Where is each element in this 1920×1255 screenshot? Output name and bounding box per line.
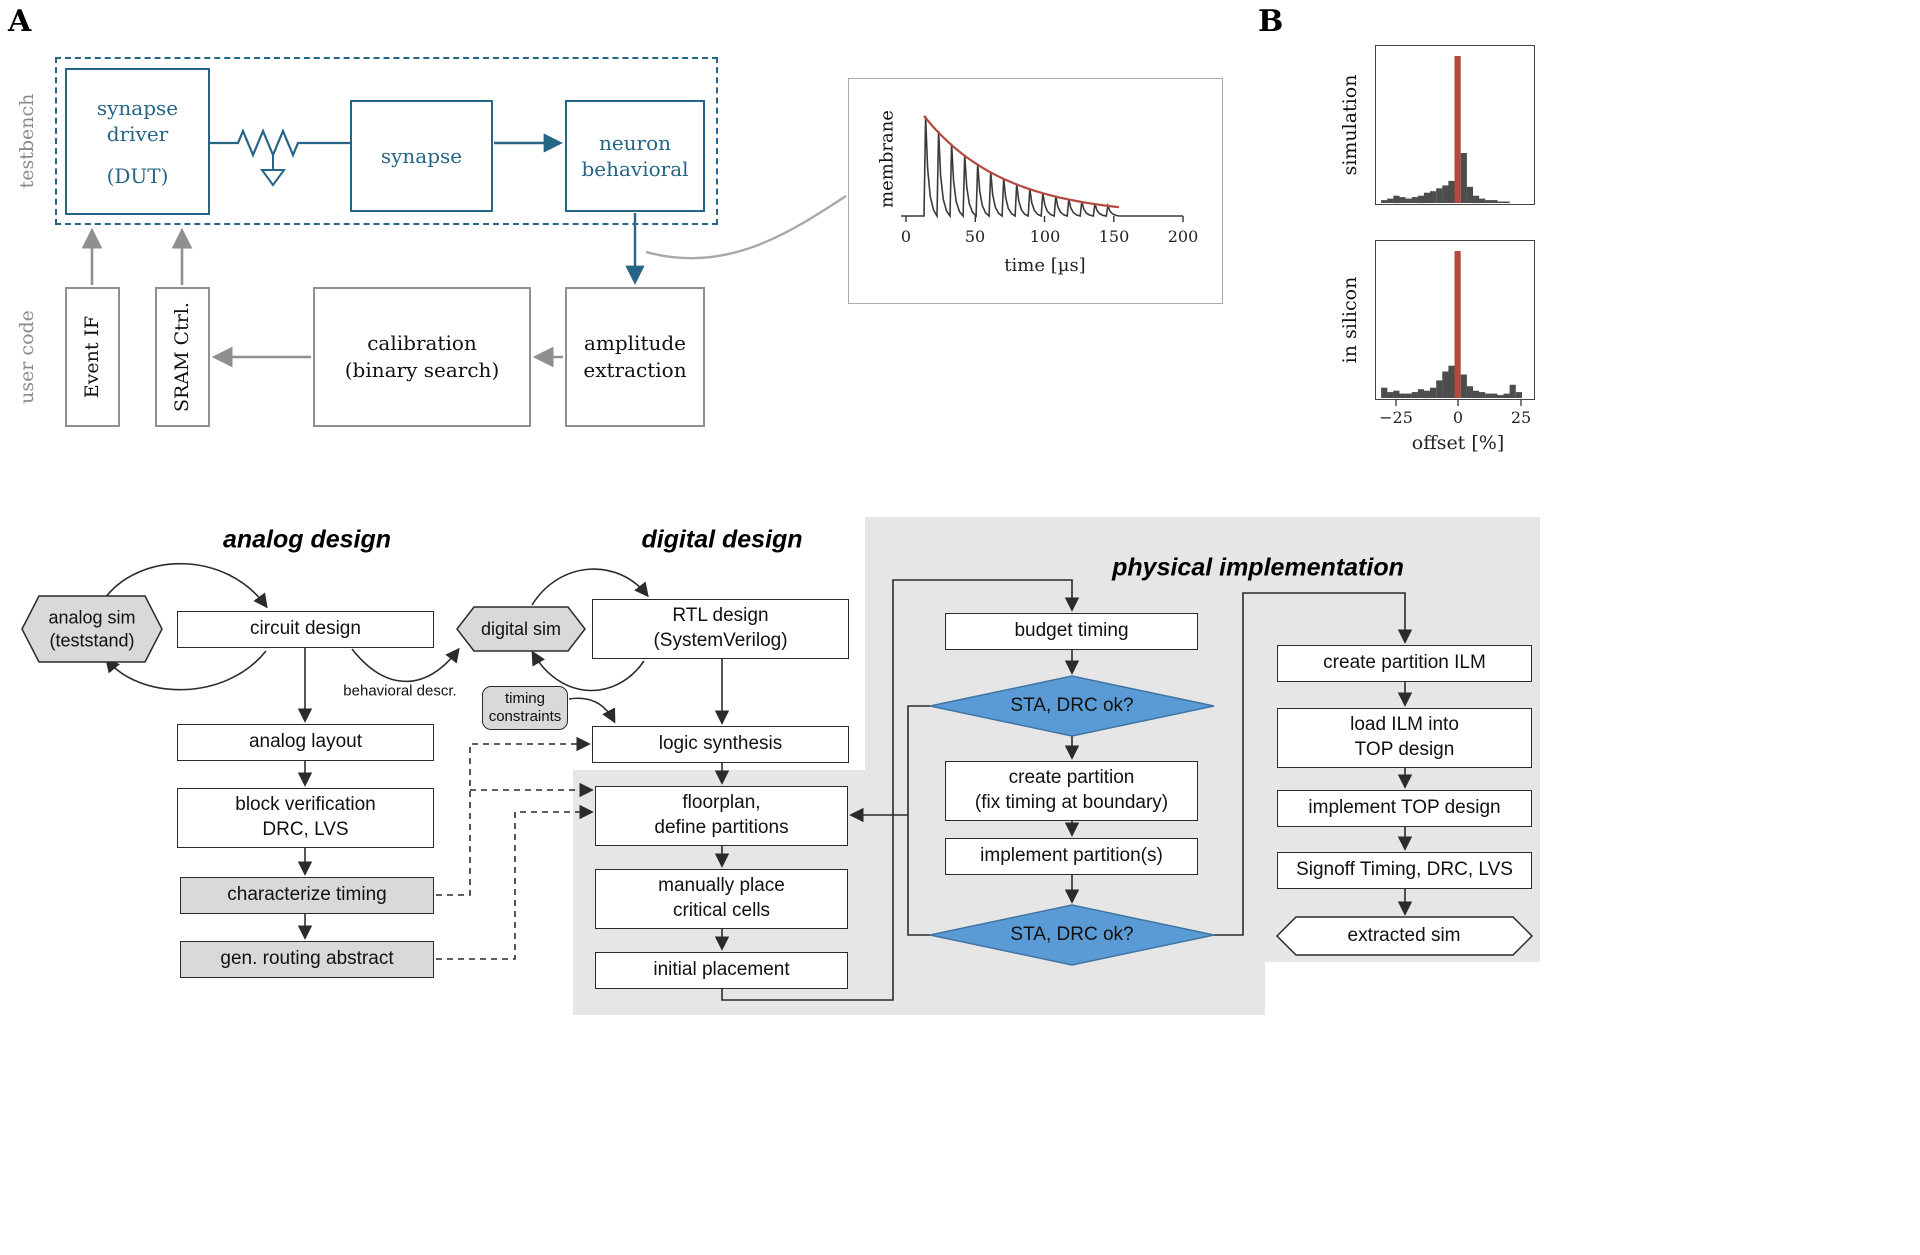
- dut-text: (DUT): [106, 163, 169, 188]
- block-verification-text: block verification DRC, LVS: [235, 794, 376, 840]
- block-verification-box: block verification DRC, LVS: [177, 788, 434, 848]
- calibration-text: calibration (binary search): [344, 331, 500, 382]
- manually-place-text: manually place critical cells: [658, 875, 785, 921]
- simulation-histogram-frame: [1375, 45, 1535, 205]
- event-if-text: Event IF: [81, 315, 103, 399]
- synapse-block: synapse: [350, 100, 493, 212]
- time-xlabel: time [µs]: [1004, 255, 1086, 276]
- silicon-histogram: [1381, 251, 1522, 399]
- gen-routing-abstract-box: gen. routing abstract: [180, 941, 434, 978]
- synapse-driver-block: synapse driver (DUT): [65, 68, 210, 215]
- manually-place-box: manually place critical cells: [595, 869, 848, 929]
- characterize-timing-text: characterize timing: [227, 884, 387, 906]
- sram-ctrl-block: [155, 287, 210, 427]
- implement-partition-box: implement partition(s): [945, 838, 1198, 875]
- analog-layout-text: analog layout: [248, 731, 363, 753]
- digital-sim-label: digital sim: [480, 618, 562, 639]
- event-if-block: [65, 287, 120, 427]
- extracted-sim-label: extracted sim: [1347, 925, 1461, 947]
- floorplan-box: floorplan, define partitions: [595, 786, 848, 846]
- initial-placement-box: initial placement: [595, 952, 848, 989]
- circuit-design-box: circuit design: [177, 611, 434, 648]
- usercode-side-label: user code: [16, 310, 38, 404]
- testbench-boundary: [55, 57, 718, 225]
- create-partition-ilm-box: create partition ILM: [1277, 645, 1532, 682]
- implement-partition-text: implement partition(s): [980, 845, 1163, 867]
- timing-constraints-text: timing constraints: [488, 690, 562, 725]
- floorplan-text: floorplan, define partitions: [654, 792, 789, 838]
- neuron-block: neuron behavioral: [565, 100, 705, 212]
- panel-a-label: A: [8, 4, 32, 39]
- offset-axis-ticks: [1395, 400, 1522, 406]
- initial-placement-text: initial placement: [653, 959, 790, 981]
- create-partition-text: create partition (fix timing at boundary…: [974, 767, 1169, 813]
- membrane-inset-plot: membrane 0 50 100 150 200 time [µs]: [848, 78, 1223, 304]
- implement-top-text: implement TOP design: [1308, 797, 1501, 819]
- load-ilm-text: load ILM into TOP design: [1350, 714, 1459, 760]
- calibration-block: calibration (binary search): [313, 287, 531, 427]
- membrane-trace-plot: [901, 115, 1184, 222]
- rtl-design-box: RTL design (SystemVerilog): [592, 599, 849, 659]
- neuron-text: neuron behavioral: [581, 131, 689, 181]
- budget-timing-text: budget timing: [1014, 620, 1129, 642]
- testbench-side-label: testbench: [16, 93, 38, 189]
- circuit-design-text: circuit design: [250, 618, 361, 640]
- amplitude-text: amplitude extraction: [583, 331, 687, 382]
- gen-routing-abstract-text: gen. routing abstract: [220, 948, 394, 970]
- silicon-label: in silicon: [1339, 276, 1361, 364]
- characterize-timing-box: characterize timing: [180, 877, 434, 914]
- synapse-text: synapse: [380, 144, 463, 168]
- rtl-design-text: RTL design (SystemVerilog): [653, 605, 788, 651]
- panel-b-label: B: [1258, 4, 1284, 39]
- timing-constraints-box: timing constraints: [482, 686, 568, 730]
- signoff-text: Signoff Timing, DRC, LVS: [1296, 859, 1513, 881]
- offset-xlabel: offset [%]: [1411, 432, 1505, 454]
- offset-tick-0: 0: [1452, 408, 1464, 427]
- offset-tick-m25: −25: [1379, 408, 1413, 427]
- load-ilm-box: load ILM into TOP design: [1277, 708, 1532, 768]
- sta-drc-1-label: STA, DRC ok?: [1010, 695, 1134, 717]
- simulation-label: simulation: [1339, 74, 1361, 176]
- time-tick-150: 150: [1098, 227, 1130, 246]
- physical-implementation-header: physical implementation: [1112, 553, 1404, 582]
- time-tick-100: 100: [1029, 227, 1061, 246]
- offset-tick-25: 25: [1510, 408, 1532, 427]
- create-partition-box: create partition (fix timing at boundary…: [945, 761, 1198, 821]
- simulation-histogram: [1381, 56, 1510, 204]
- implement-top-box: implement TOP design: [1277, 790, 1532, 827]
- analog-design-header: analog design: [222, 525, 392, 554]
- dashed-timing-arrows: [436, 736, 594, 960]
- behavioral-descr-label: behavioral descr.: [343, 682, 457, 700]
- sram-ctrl-text: SRAM Ctrl.: [171, 302, 193, 412]
- sta-drc-2-label: STA, DRC ok?: [1010, 924, 1134, 946]
- time-tick-200: 200: [1167, 227, 1199, 246]
- budget-timing-box: budget timing: [945, 613, 1198, 650]
- logic-synthesis-box: logic synthesis: [592, 726, 849, 763]
- create-partition-ilm-text: create partition ILM: [1323, 652, 1486, 674]
- silicon-histogram-frame: [1375, 240, 1535, 400]
- time-tick-50: 50: [964, 227, 986, 246]
- time-tick-0: 0: [900, 227, 912, 246]
- amplitude-block: amplitude extraction: [565, 287, 705, 427]
- analog-layout-box: analog layout: [177, 724, 434, 761]
- analog-sim-label: analog sim (teststand): [48, 607, 136, 651]
- logic-synthesis-text: logic synthesis: [658, 733, 783, 755]
- digital-design-header: digital design: [641, 525, 803, 554]
- membrane-ylabel: membrane: [876, 110, 898, 208]
- synapse-driver-text: synapse driver: [96, 95, 179, 146]
- signoff-box: Signoff Timing, DRC, LVS: [1277, 852, 1532, 889]
